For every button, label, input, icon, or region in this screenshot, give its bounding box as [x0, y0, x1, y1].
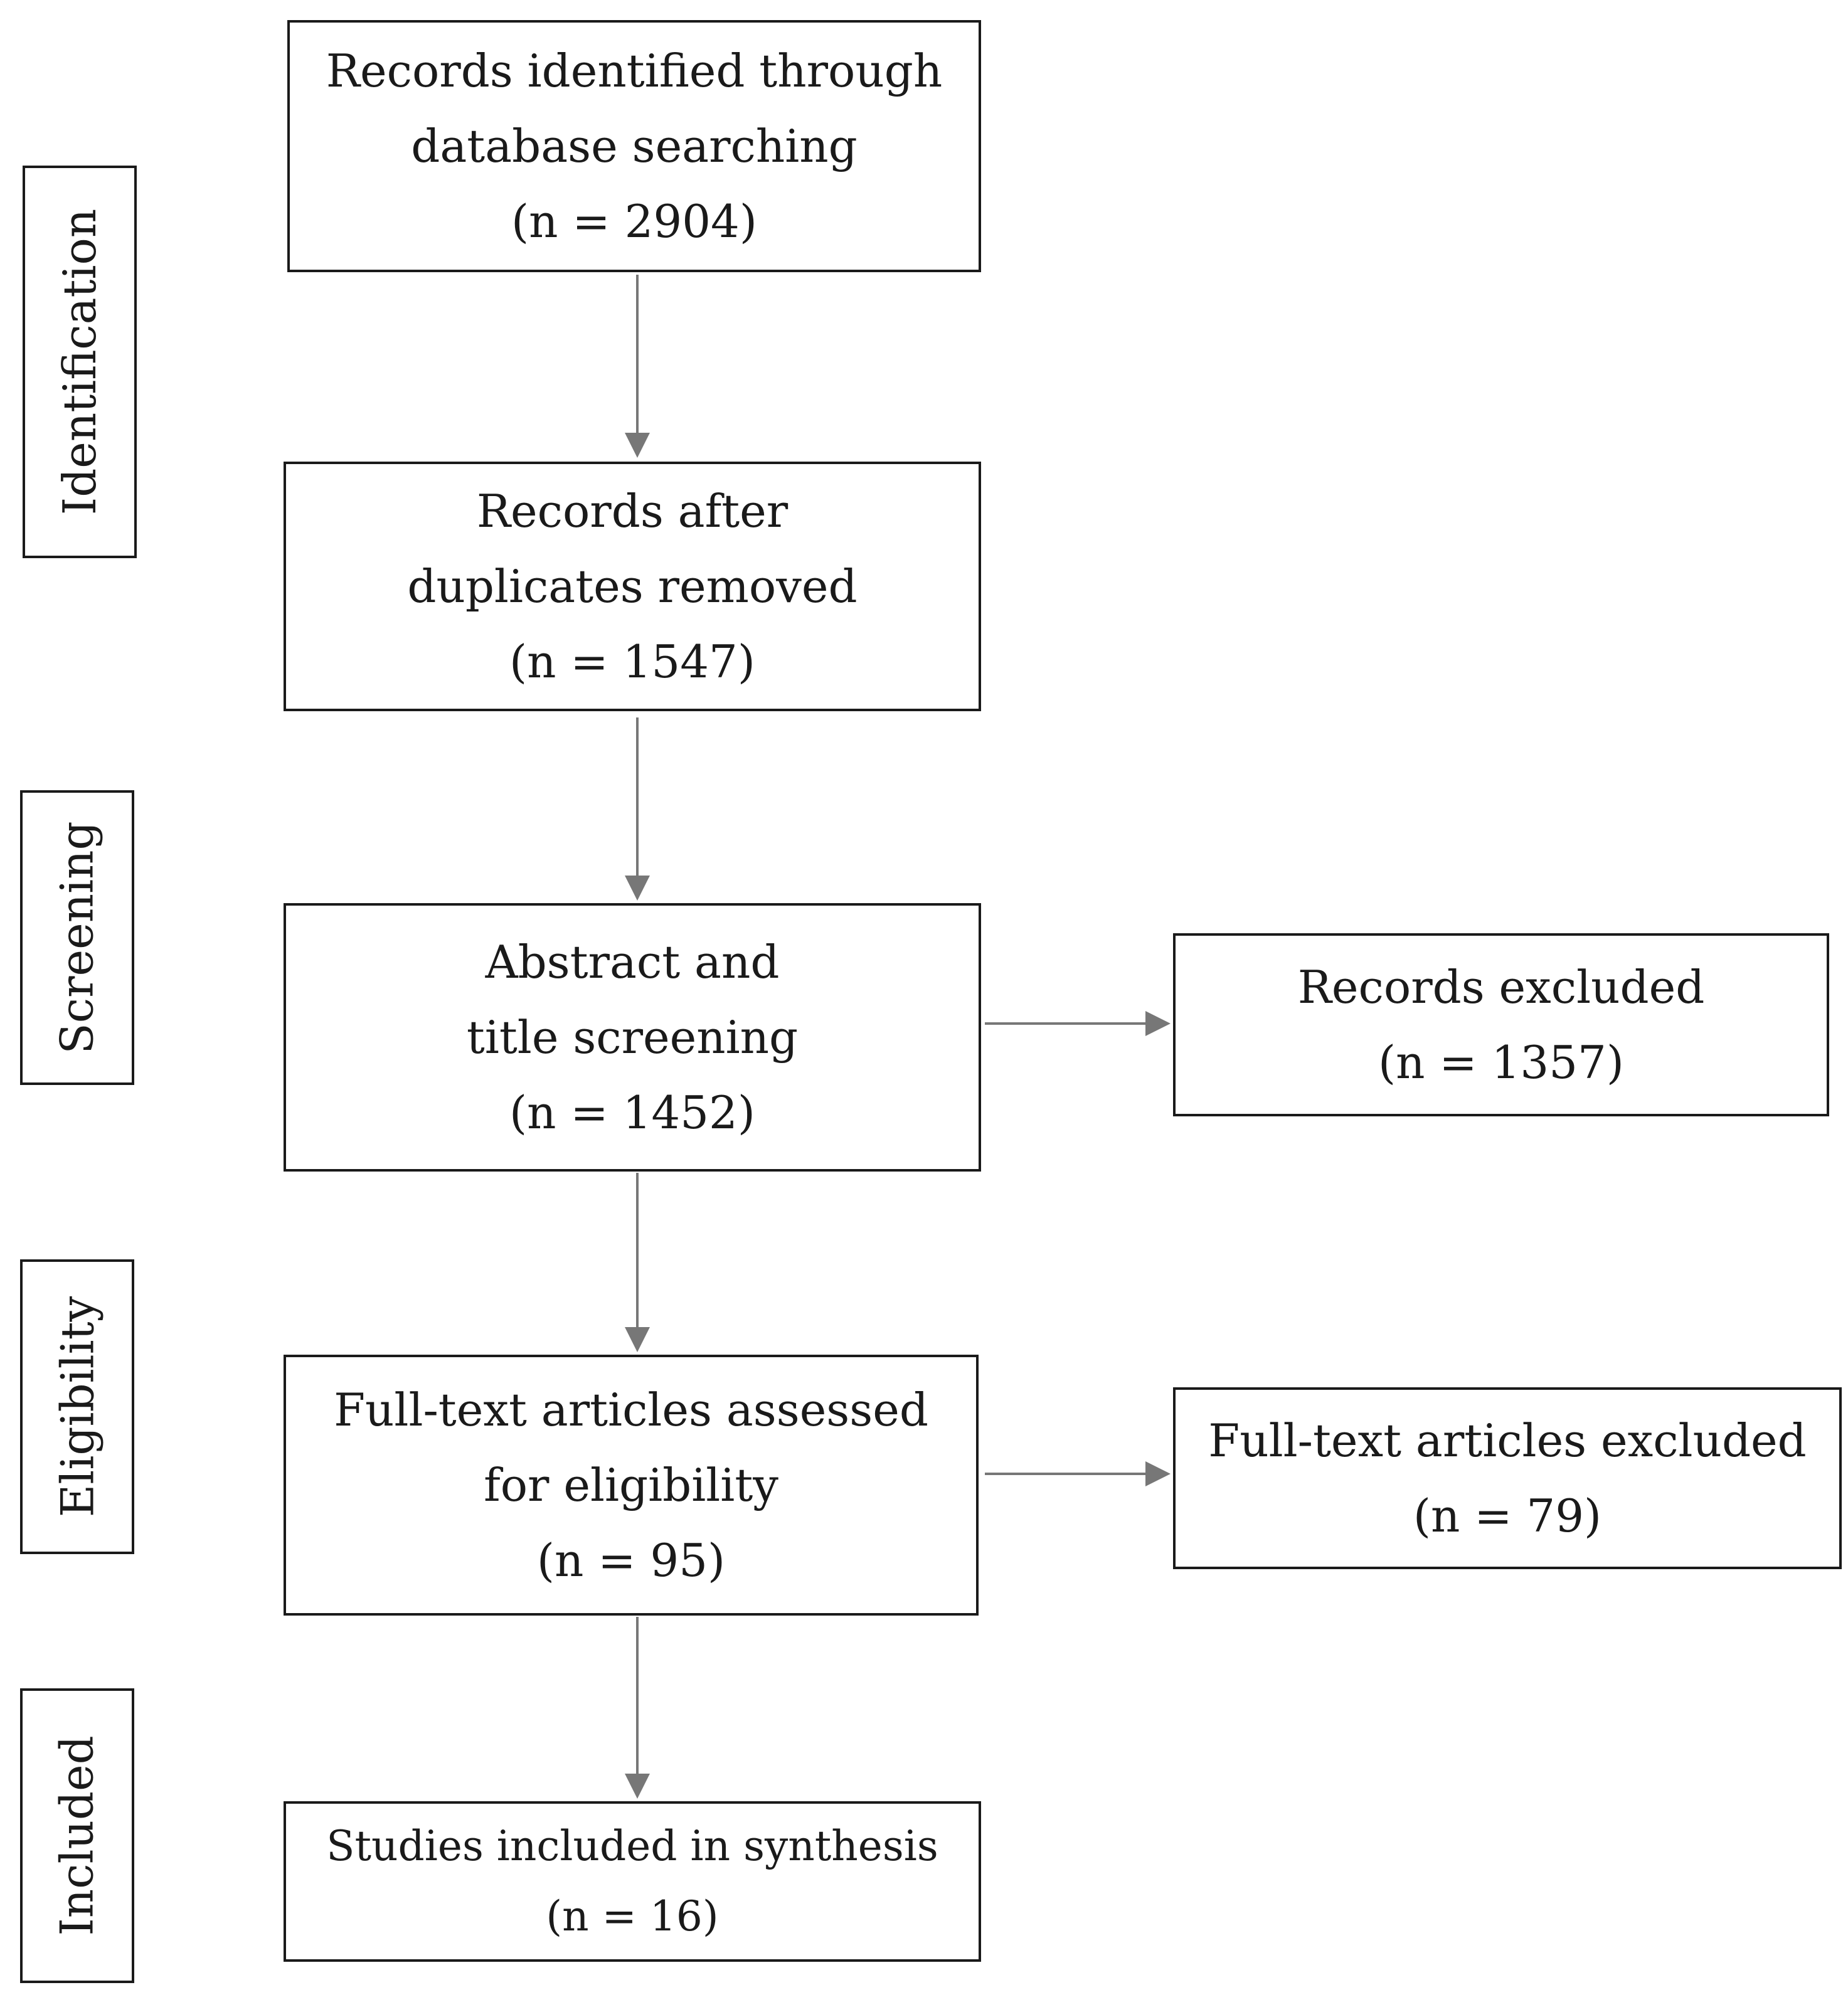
box-full-text-assessed-line1: Full-text articles assessed [334, 1384, 928, 1436]
box-included: Studies included in synthesis (n = 16) [284, 1801, 981, 1962]
box-duplicates-removed-count: (n = 1547) [509, 635, 755, 688]
box-included-count: (n = 16) [546, 1892, 719, 1940]
box-full-text-excluded-count: (n = 79) [1413, 1490, 1602, 1542]
stage-eligibility: Eligibility [20, 1259, 134, 1554]
box-records-excluded-line1: Records excluded [1297, 961, 1705, 1014]
box-records-identified: Records identified through database sear… [287, 20, 981, 272]
box-full-text-excluded: Full-text articles excluded (n = 79) [1173, 1387, 1842, 1569]
box-full-text-assessed: Full-text articles assessed for eligibil… [284, 1355, 979, 1616]
stage-identification: Identification [23, 166, 137, 558]
box-duplicates-removed-line1: Records after [476, 485, 789, 537]
box-included-line1: Studies included in synthesis [326, 1822, 938, 1870]
box-records-excluded: Records excluded (n = 1357) [1173, 933, 1829, 1116]
stage-screening: Screening [20, 790, 134, 1085]
box-records-identified-count: (n = 2904) [511, 195, 757, 248]
box-screening-line2: title screening [466, 1011, 799, 1064]
box-records-identified-line2: database searching [411, 120, 858, 172]
box-full-text-assessed-count: (n = 95) [536, 1534, 726, 1587]
box-full-text-assessed-line2: for eligibility [484, 1459, 778, 1511]
box-duplicates-removed-line2: duplicates removed [407, 560, 858, 613]
box-records-excluded-count: (n = 1357) [1378, 1036, 1624, 1089]
box-screening-line1: Abstract and [485, 936, 780, 988]
box-screening: Abstract and title screening (n = 1452) [284, 903, 981, 1172]
box-full-text-excluded-line1: Full-text articles excluded [1208, 1414, 1807, 1467]
stage-included: Included [20, 1688, 134, 1983]
box-screening-count: (n = 1452) [509, 1086, 755, 1139]
box-records-identified-line1: Records identified through [326, 45, 943, 97]
box-duplicates-removed: Records after duplicates removed (n = 15… [284, 462, 981, 711]
